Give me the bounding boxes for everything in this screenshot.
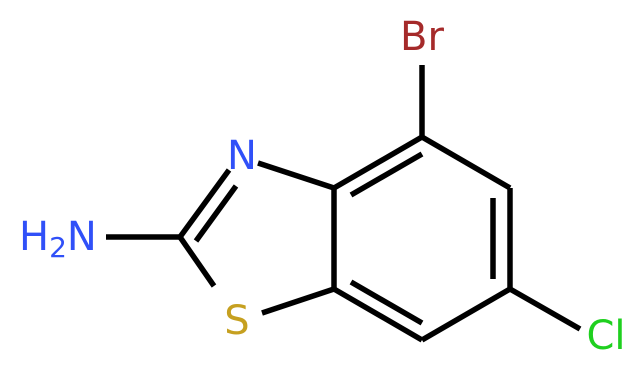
bond-c6-cl	[508, 286, 582, 332]
atom-labels: Br N H2N S Cl	[19, 14, 626, 359]
bond-c2-s1	[177, 235, 217, 288]
bond-s1-c7a	[261, 286, 335, 316]
bond-group	[106, 65, 582, 343]
bond-n3-c2-outer	[177, 168, 232, 239]
chlorine-label: Cl	[586, 313, 625, 359]
bond-n3-c2-inner	[193, 184, 239, 243]
bond-c3a-n3	[257, 160, 335, 191]
sulfur-label: S	[224, 298, 249, 344]
double-bond-c3a-c4-inner	[349, 151, 424, 198]
bond-c6-c7	[420, 286, 512, 343]
bond-c4-c5	[420, 134, 512, 191]
amine-nitrogen: N	[67, 214, 97, 260]
bromine-label: Br	[400, 14, 444, 60]
amine-hydrogen: H	[19, 214, 49, 260]
amine-label: H2N	[19, 214, 97, 264]
bond-c3a-c4	[332, 134, 424, 191]
double-bond-c7-c7a-inner	[349, 279, 424, 326]
ring-nitrogen-label: N	[227, 133, 257, 179]
bond-c7-c7a	[332, 286, 424, 343]
amine-subscript: 2	[49, 231, 67, 264]
